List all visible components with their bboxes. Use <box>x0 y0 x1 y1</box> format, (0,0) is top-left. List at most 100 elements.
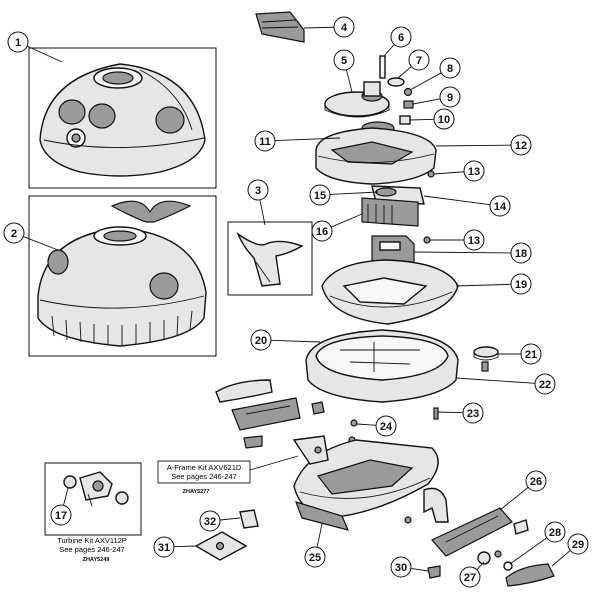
callout-number: 7 <box>416 55 422 67</box>
callout-number: 3 <box>255 185 261 197</box>
callout-circle <box>510 242 532 264</box>
callout-number: 15 <box>314 190 326 202</box>
leader-line-24 <box>356 423 377 426</box>
leader-line-18 <box>413 251 512 254</box>
leader-line-17 <box>63 487 69 506</box>
leader-line-2 <box>23 236 59 251</box>
callout-number: 25 <box>309 552 321 564</box>
callout-number: 17 <box>55 510 67 522</box>
callout-18: 18 <box>510 242 532 264</box>
leader-line-32 <box>219 517 241 521</box>
leader-line-29 <box>551 550 571 567</box>
callout-circle <box>247 179 269 201</box>
part-27-wheel <box>477 550 502 565</box>
leader-line-5 <box>345 69 353 93</box>
callout-number: 28 <box>549 527 561 539</box>
leader-line-31 <box>173 545 197 548</box>
leader-line-25 <box>316 523 323 548</box>
leader-line-9 <box>412 98 441 105</box>
part-22-base-plate <box>305 329 459 403</box>
callout-5: 5 <box>333 49 355 71</box>
callout-8: 8 <box>439 57 461 79</box>
callout-number: 31 <box>158 542 170 554</box>
aframe-kit-note-box <box>157 460 251 484</box>
callout-number: 18 <box>515 248 527 260</box>
callout-24: 24 <box>375 415 397 437</box>
aframe-kit-note: A-Frame Kit AXV621D See pages 246-247 ZH… <box>157 455 299 495</box>
aframe-rear-clip <box>404 487 449 524</box>
leader-line-14 <box>423 195 491 206</box>
leader-line-23 <box>437 411 464 414</box>
callout-10: 10 <box>433 108 455 130</box>
leader-line-22 <box>455 377 536 384</box>
part-32-clip <box>239 509 259 529</box>
box-part-1 <box>28 47 217 189</box>
callout-26: 26 <box>525 470 547 492</box>
callout-circle <box>390 556 412 578</box>
turbine-kit-assembly <box>63 471 129 507</box>
part-15-coupler <box>375 187 397 197</box>
callout-number: 20 <box>255 335 267 347</box>
callout-circle <box>510 273 532 295</box>
callout-number: 22 <box>539 379 551 391</box>
callout-circle <box>433 108 455 130</box>
part-30-clip <box>427 565 441 579</box>
part-13-screw-upper <box>427 170 435 178</box>
callout-circle <box>439 57 461 79</box>
leader-line-8 <box>409 72 442 91</box>
callout-27: 27 <box>459 566 481 588</box>
callout-number: 24 <box>380 421 393 433</box>
callout-7: 7 <box>408 49 430 71</box>
part-13-screw-lower <box>423 236 431 244</box>
part-21-foot <box>473 346 499 372</box>
callout-22: 22 <box>534 373 556 395</box>
callout-number: 2 <box>11 228 17 240</box>
callout-25: 25 <box>304 546 326 568</box>
leader-line-16 <box>331 213 363 228</box>
callout-29: 29 <box>567 533 589 555</box>
callout-21: 21 <box>520 343 542 365</box>
part-5-gear <box>324 81 390 118</box>
callout-number: 5 <box>341 55 347 67</box>
left-clip <box>243 401 325 449</box>
part-3-handle <box>236 232 304 287</box>
callout-12: 12 <box>510 134 532 156</box>
box-turbine-kit <box>44 462 142 536</box>
callout-number: 10 <box>438 114 450 126</box>
callout-circle <box>462 402 484 424</box>
callout-14: 14 <box>489 195 511 217</box>
leader-line-1 <box>26 45 63 63</box>
callout-2: 2 <box>3 222 25 244</box>
callout-number: 29 <box>572 539 584 551</box>
callout-circle <box>510 134 532 156</box>
callout-17: 17 <box>50 504 72 526</box>
callout-circle <box>250 329 272 351</box>
part-2-body-shell <box>37 200 207 347</box>
callout-circle <box>333 49 355 71</box>
callout-circle <box>408 49 430 71</box>
left-skirt-lower <box>231 397 301 431</box>
part-19-middle-tray <box>321 259 459 325</box>
box-part-3 <box>227 221 313 296</box>
turbine-kit-pages: See pages 246-247 <box>59 545 124 554</box>
part-26-right-skirt <box>431 507 529 557</box>
callout-circle <box>390 26 412 48</box>
callout-circle <box>311 220 333 242</box>
callout-number: 12 <box>515 140 527 152</box>
callout-number: 8 <box>447 63 453 75</box>
callout-number: 21 <box>525 349 537 361</box>
callout-11: 11 <box>254 130 276 152</box>
callout-number: 23 <box>467 408 479 420</box>
aframe-kit-pages: See pages 246-247 <box>171 472 236 481</box>
callout-circle <box>254 130 276 152</box>
leader-line-4 <box>303 26 335 29</box>
leader-line-6 <box>383 44 395 57</box>
part-1-top-cover <box>39 63 206 177</box>
callout-13: 13 <box>463 229 485 251</box>
part-9-nut <box>403 100 414 109</box>
callout-circle <box>439 86 461 108</box>
part-16-motor-block <box>361 197 419 227</box>
part-8-screw <box>403 87 413 97</box>
callout-circle <box>375 415 397 437</box>
callout-20: 20 <box>250 329 272 351</box>
